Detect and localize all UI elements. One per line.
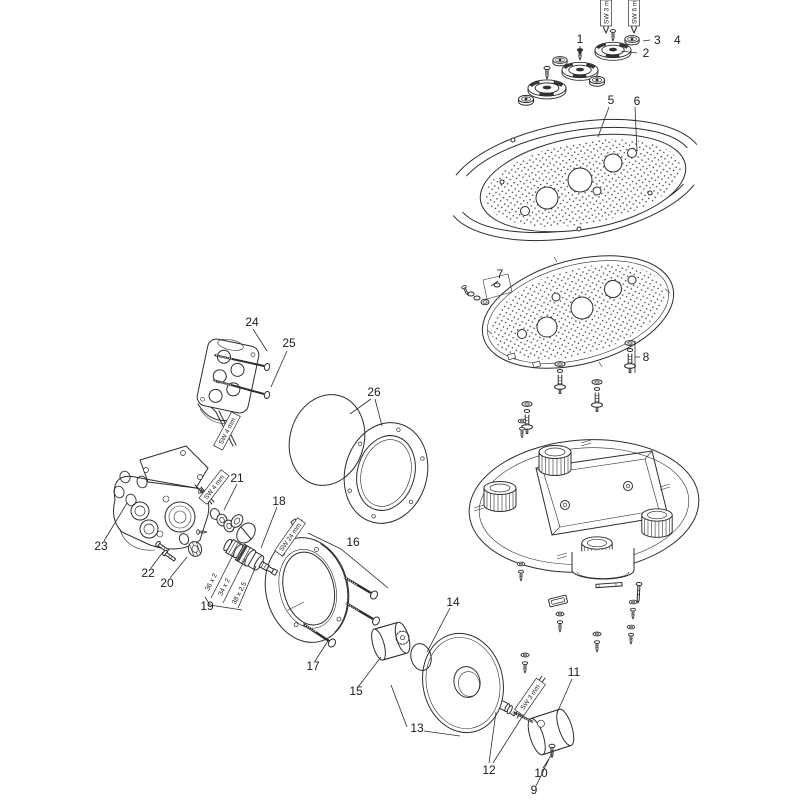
hex-key-sw3-lower-label: SW 3 mm: [514, 677, 546, 717]
callout-18: 18: [272, 494, 286, 508]
callout-19: 19: [200, 599, 214, 613]
callout-1: 1: [577, 32, 584, 46]
seal-size-38x25: 38 x 2.5: [231, 581, 248, 606]
callout-26: 26: [367, 385, 381, 399]
retaining-pin: [595, 581, 623, 589]
plate-rim-screws: [499, 137, 653, 232]
callout-23: 23: [94, 539, 108, 553]
small-plate: [548, 594, 568, 608]
callout-24: 24: [245, 315, 259, 329]
callout-8: 8: [643, 350, 650, 364]
hex-key-sw3-label: SW 3 mm: [600, 0, 612, 27]
part-13-escutcheon: [422, 632, 504, 734]
part-16-mounting-flange: [263, 537, 350, 644]
part-14-o-ring: [410, 643, 432, 671]
callout-11: 11: [568, 665, 581, 679]
callout-12: 12: [482, 763, 496, 777]
callout-5: 5: [608, 93, 615, 107]
cartridge-caps: [230, 514, 256, 544]
part-26-seal-ring: [288, 394, 429, 524]
callout-numbers: 1 2 3 4 5 6 7 8 9 10 11 12 13 14 15 16 1…: [94, 32, 686, 797]
part-22-screws: [155, 540, 177, 562]
wrench-sw24-label: SW 24 mm: [274, 517, 306, 557]
part-23-o-rings: [111, 469, 150, 508]
callout-7: 7: [497, 267, 504, 281]
part-25-screws: [212, 354, 271, 400]
callout-6: 6: [634, 94, 641, 108]
seal-size-34x2: 34 x 2: [217, 577, 232, 597]
leader-lines: [103, 39, 651, 787]
callout-16: 16: [346, 535, 360, 549]
part-18-thermostat-cartridge: [223, 538, 279, 576]
callout-14: 14: [446, 595, 460, 609]
callout-10: 10: [534, 766, 548, 780]
hex-key-sw4-24-label: SW 4 mm: [213, 411, 241, 451]
callout-13: 13: [410, 721, 424, 735]
part-15-sleeve: [371, 621, 411, 661]
callout-17: 17: [306, 659, 320, 673]
callout-20: 20: [160, 576, 174, 590]
callout-15: 15: [349, 684, 363, 698]
part-20-seal-set: [178, 533, 203, 557]
seal-size-36x2: 36 x 2: [204, 572, 219, 592]
part-11-handle-knob: [527, 708, 575, 756]
valve-body: [113, 445, 210, 551]
base-housing: [468, 439, 700, 580]
sw3-top-text: SW 3 mm: [603, 0, 610, 24]
callout-22: 22: [141, 566, 155, 580]
callout-3-4: 3 4: [654, 33, 686, 47]
base-sump: [571, 548, 635, 580]
callout-25: 25: [282, 336, 296, 350]
part-24-bracket: [196, 338, 260, 424]
base-rim-slots: [473, 439, 671, 560]
callout-21: 21: [230, 471, 244, 485]
part-17-screws: [302, 575, 380, 648]
callout-9: 9: [531, 783, 538, 797]
part-7-cluster: [460, 273, 513, 306]
part-10-screw: [548, 743, 556, 758]
part-6-perforated-plate: [479, 133, 687, 233]
part-21-washer-stack: [209, 508, 235, 533]
sw6-top-text: SW 6 mm: [631, 0, 638, 24]
long-screw: [635, 581, 643, 604]
base-fasteners: [517, 419, 643, 673]
sprayface-plate: [481, 255, 675, 369]
callout-2: 2: [643, 46, 650, 60]
hex-key-sw6-label: SW 6 mm: [628, 0, 640, 27]
sprayface-rim-ticks: [486, 256, 671, 368]
sprayface-nozzle-stubs: [507, 352, 542, 369]
